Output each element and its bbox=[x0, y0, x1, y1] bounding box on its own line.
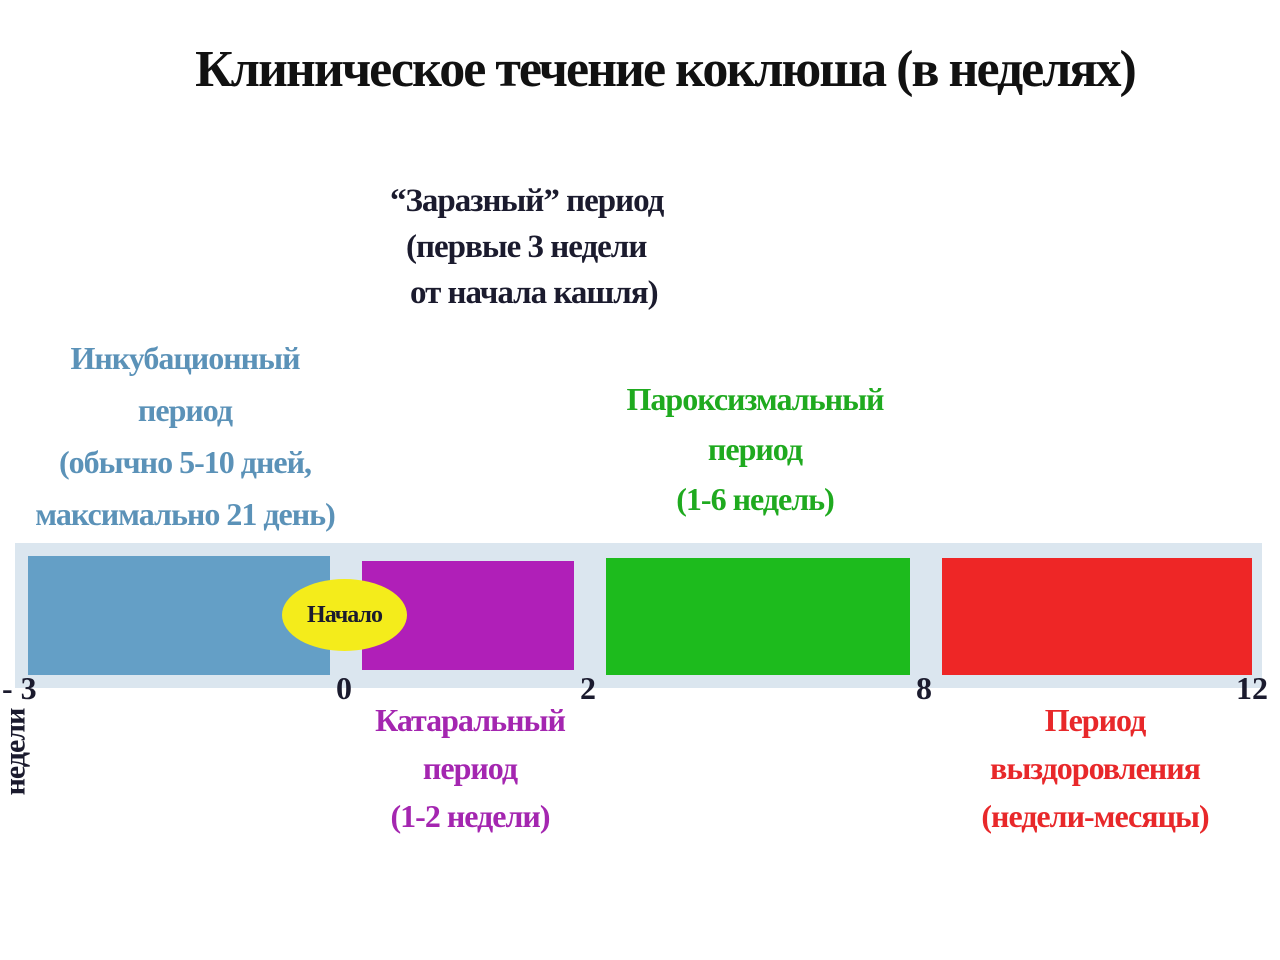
tick-label-minus-3: - 3 bbox=[2, 670, 37, 706]
paroxysmal-line-1: Пароксизмальный bbox=[626, 381, 885, 417]
incubation-line-2: период bbox=[137, 392, 233, 428]
paroxysmal-line-3: (1-6 недель) bbox=[676, 481, 834, 517]
catarrhal-period-label: Катаральный период (1-2 недели) bbox=[330, 696, 610, 840]
tick-label-0: 0 bbox=[336, 670, 352, 706]
paroxysmal-segment bbox=[606, 558, 910, 675]
incubation-line-3: (обычно 5-10 дней, bbox=[58, 444, 312, 480]
recovery-segment bbox=[942, 558, 1252, 675]
tick-label-12: 12 bbox=[1236, 670, 1268, 706]
contagious-line-1: “Заразный” период bbox=[390, 183, 664, 219]
contagious-line-2: (первые 3 недели bbox=[406, 229, 647, 265]
contagious-period-label: “Заразный” период (первые 3 недели от на… bbox=[350, 178, 730, 316]
axis-unit-label: недели bbox=[0, 708, 32, 796]
recovery-line-3: (недели-месяцы) bbox=[981, 798, 1209, 834]
page-title: Клиническое течение коклюша (в неделях) bbox=[195, 41, 1137, 98]
timeline-band bbox=[15, 543, 1262, 688]
catarrhal-line-1: Катаральный bbox=[375, 702, 566, 738]
recovery-line-1: Период bbox=[1044, 702, 1147, 738]
start-marker: Начало bbox=[282, 579, 407, 651]
contagious-line-3: от начала кашля) bbox=[410, 275, 659, 311]
tick-label-2: 2 bbox=[580, 670, 596, 706]
catarrhal-line-2: период bbox=[422, 750, 518, 786]
recovery-period-label: Период выздоровления (недели-месяцы) bbox=[930, 696, 1260, 840]
incubation-line-4: максимально 21 день) bbox=[35, 496, 335, 532]
tick-label-8: 8 bbox=[916, 670, 932, 706]
paroxysmal-line-2: период bbox=[707, 431, 803, 467]
incubation-line-1: Инкубационный bbox=[70, 340, 300, 376]
recovery-line-2: выздоровления bbox=[990, 750, 1201, 786]
catarrhal-line-3: (1-2 недели) bbox=[390, 798, 551, 834]
paroxysmal-period-label: Пароксизмальный период (1-6 недель) bbox=[560, 374, 950, 524]
incubation-period-label: Инкубационный период (обычно 5-10 дней, … bbox=[0, 332, 370, 540]
incubation-segment bbox=[28, 556, 330, 675]
